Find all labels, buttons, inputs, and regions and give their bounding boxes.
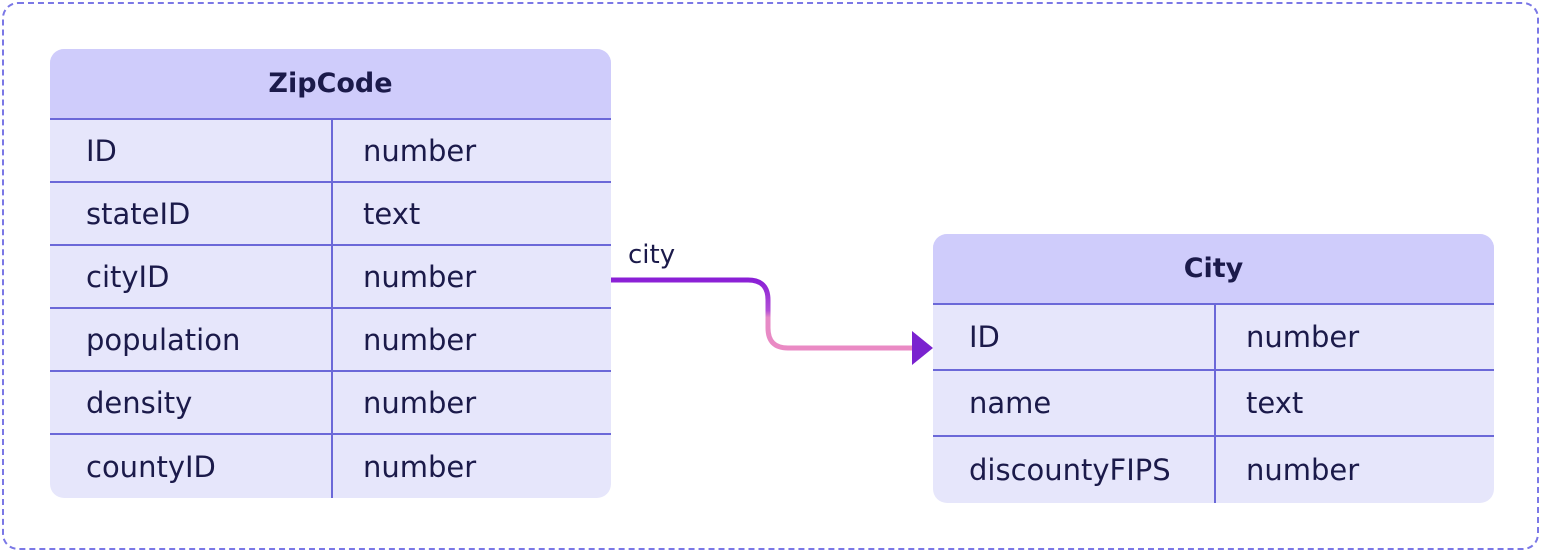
entity-title: ZipCode [50,49,611,120]
table-row: stateID text [50,183,611,246]
field-type: number [363,385,477,420]
connector-line [611,277,916,351]
entity-city[interactable]: City ID number name text discountyFIPS n… [933,234,1494,503]
table-row: discountyFIPS number [933,437,1494,503]
field-name: countyID [50,435,333,498]
field-type: number [1246,453,1360,487]
field-type: number [363,259,477,294]
field-type: number [363,133,477,168]
field-name: density [50,372,333,433]
field-name: stateID [50,183,333,244]
field-name: population [50,309,333,370]
field-name: cityID [50,246,333,307]
table-row: cityID number [50,246,611,309]
arrow-head-icon [912,331,933,365]
field-name: ID [933,305,1216,369]
field-name: discountyFIPS [933,437,1216,503]
field-type: number [363,322,477,357]
field-name: ID [50,120,333,181]
field-type: text [363,196,421,231]
table-row: density number [50,372,611,435]
field-name: name [933,371,1216,435]
table-row: name text [933,371,1494,437]
field-type: text [1246,386,1304,420]
entity-title: City [933,234,1494,305]
relationship-label: city [628,240,676,270]
table-row: countyID number [50,435,611,498]
table-row: population number [50,309,611,372]
field-type: number [363,449,477,484]
entity-zipcode[interactable]: ZipCode ID number stateID text cityID nu… [50,49,611,498]
table-row: ID number [933,305,1494,371]
table-row: ID number [50,120,611,183]
field-type: number [1246,320,1360,354]
